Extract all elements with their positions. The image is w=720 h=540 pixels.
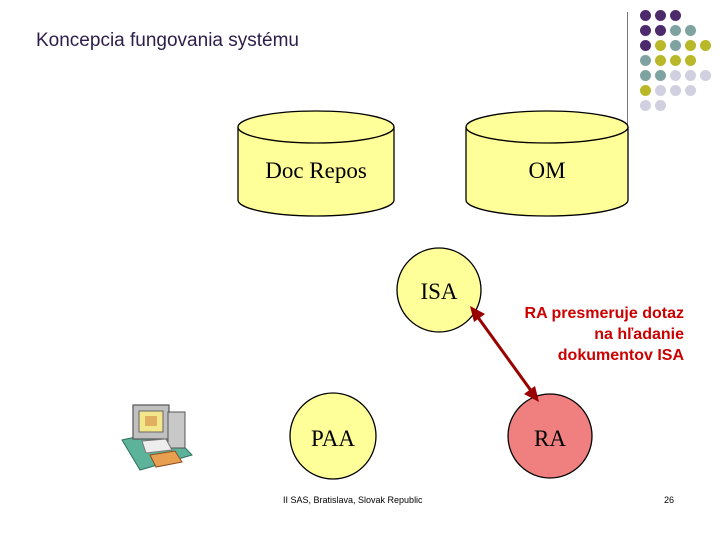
decor-dot xyxy=(700,70,711,81)
decor-dot xyxy=(640,100,651,111)
decor-dot xyxy=(655,100,666,111)
decor-dot-grid xyxy=(640,10,720,120)
om-label: OM xyxy=(528,158,566,183)
decor-dot xyxy=(640,25,651,36)
note-line-3: dokumentov ISA xyxy=(557,347,684,364)
user-computer-icon xyxy=(121,404,193,471)
note-line-1: RA presmeruje dotaz xyxy=(524,305,684,322)
decor-dot xyxy=(640,10,651,21)
paa-node xyxy=(289,392,377,480)
decor-dot xyxy=(640,85,651,96)
decor-dot xyxy=(640,70,651,81)
decor-dot xyxy=(655,55,666,66)
decor-dot xyxy=(685,55,696,66)
page-number: 26 xyxy=(664,495,675,505)
ra-node xyxy=(507,393,593,479)
om-cylinder xyxy=(465,110,629,217)
decor-dot xyxy=(655,85,666,96)
footer-source: II SAS, Bratislava, Slovak Republic xyxy=(283,495,423,505)
decor-dot xyxy=(670,25,681,36)
slide-title: Koncepcia fungovania systému xyxy=(36,30,299,51)
isa-node xyxy=(396,247,482,333)
decor-dot xyxy=(655,25,666,36)
decor-dot xyxy=(640,40,651,51)
decor-dot xyxy=(670,40,681,51)
decor-dot xyxy=(670,70,681,81)
decor-dot xyxy=(655,40,666,51)
decor-dot xyxy=(670,55,681,66)
doc-repos-label: Doc Repos xyxy=(265,158,367,183)
decor-dot xyxy=(685,85,696,96)
isa-ra-arrow xyxy=(470,306,539,402)
note-line-2: na hľadanie xyxy=(594,326,684,343)
decor-dot xyxy=(685,25,696,36)
decor-dot xyxy=(640,55,651,66)
decor-dot xyxy=(685,40,696,51)
decor-dot xyxy=(655,70,666,81)
decor-dot xyxy=(670,85,681,96)
decor-dot xyxy=(655,10,666,21)
decor-divider-line xyxy=(627,12,628,134)
decor-dot xyxy=(700,40,711,51)
ra-redirect-note: RA presmeruje dotaz na hľadanie dokument… xyxy=(480,303,684,366)
decor-dot xyxy=(685,70,696,81)
doc-repos-cylinder xyxy=(237,110,395,217)
ra-label: RA xyxy=(534,426,566,451)
paa-label: PAA xyxy=(311,426,355,451)
isa-label: ISA xyxy=(420,279,458,304)
decor-dot xyxy=(670,10,681,21)
